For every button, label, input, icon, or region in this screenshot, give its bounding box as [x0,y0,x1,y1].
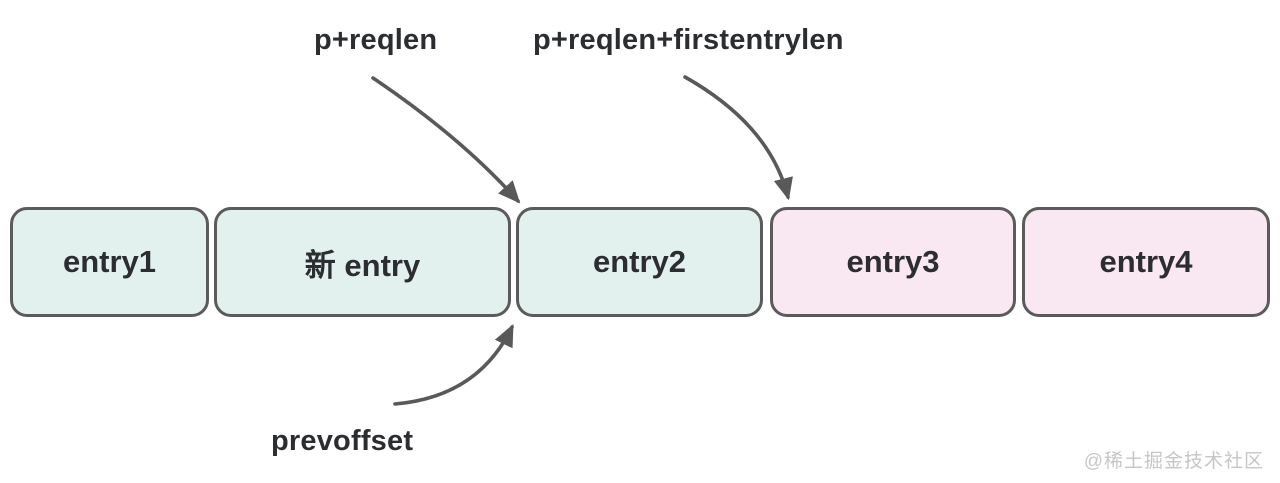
entry-box-entry1: entry1 [10,207,209,317]
arrow-p-reqlen [371,76,521,204]
label-p-reqlen: p+reqlen [314,24,438,56]
entry-box-entry4: entry4 [1022,207,1270,317]
entry-box-label: 新 entry [304,247,421,283]
entry-box-label: entry1 [62,244,157,279]
arrow-p-reqlen-firstentrylen [683,75,793,201]
entry-box-label: entry3 [846,244,940,279]
entry-box-label: entry4 [1099,244,1193,279]
entry-box-entry2: entry2 [516,207,763,317]
watermark: @稀土掘金技术社区 [1083,451,1264,472]
entry-box-new-entry: 新 entry [214,207,511,317]
entry-box-entry3: entry3 [770,207,1016,317]
entry-box-label: entry2 [592,244,687,279]
arrow-prevoffset [393,323,514,406]
label-p-reqlen-firstentrylen: p+reqlen+firstentrylen [533,24,844,56]
label-prevoffset: prevoffset [271,425,414,457]
